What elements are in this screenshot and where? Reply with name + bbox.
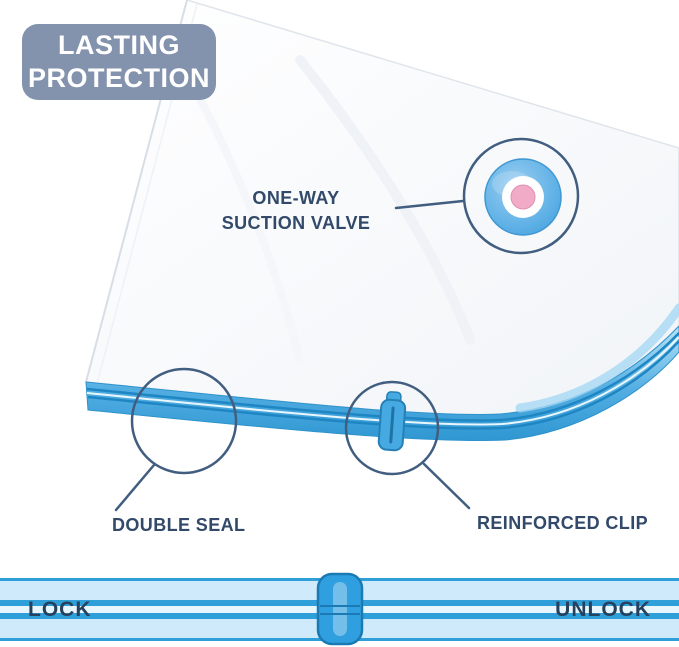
- seal-track-middle: [86, 336, 679, 426]
- valve-callout-label: ONE-WAY SUCTION VALVE: [196, 186, 396, 236]
- seal-slider-clip-icon: [316, 572, 363, 646]
- seal-track-lower: [87, 340, 679, 430]
- double-seal-callout-label: DOUBLE SEAL: [112, 515, 246, 535]
- lasting-protection-badge: LASTING PROTECTION: [22, 24, 216, 100]
- badge-line1: LASTING: [58, 30, 180, 60]
- clip-callout-circle: [344, 380, 440, 476]
- reinforced-clip-callout-label: REINFORCED CLIP: [477, 513, 649, 533]
- badge-line2: PROTECTION: [27, 63, 210, 93]
- seal-track-upper: [86, 332, 679, 422]
- double-seal-callout-circle: [130, 367, 238, 475]
- valve-label-line1: ONE-WAY: [252, 188, 340, 208]
- valve-callout-line: [394, 199, 465, 210]
- double-seal-callout-line: [114, 463, 156, 512]
- valve-label-line2: SUCTION VALVE: [221, 213, 371, 233]
- bag-crease: [186, 76, 304, 364]
- clip-callout-line: [422, 462, 471, 510]
- valve-callout-circle: [462, 137, 580, 255]
- unlock-label: UNLOCK: [555, 597, 651, 621]
- bag-fold-highlight: [515, 303, 679, 413]
- zip-seal-bar: LOCK UNLOCK: [0, 572, 679, 646]
- lock-label: LOCK: [28, 597, 92, 621]
- reinforced-clip-icon: [377, 391, 407, 452]
- suction-valve-icon: [484, 158, 562, 236]
